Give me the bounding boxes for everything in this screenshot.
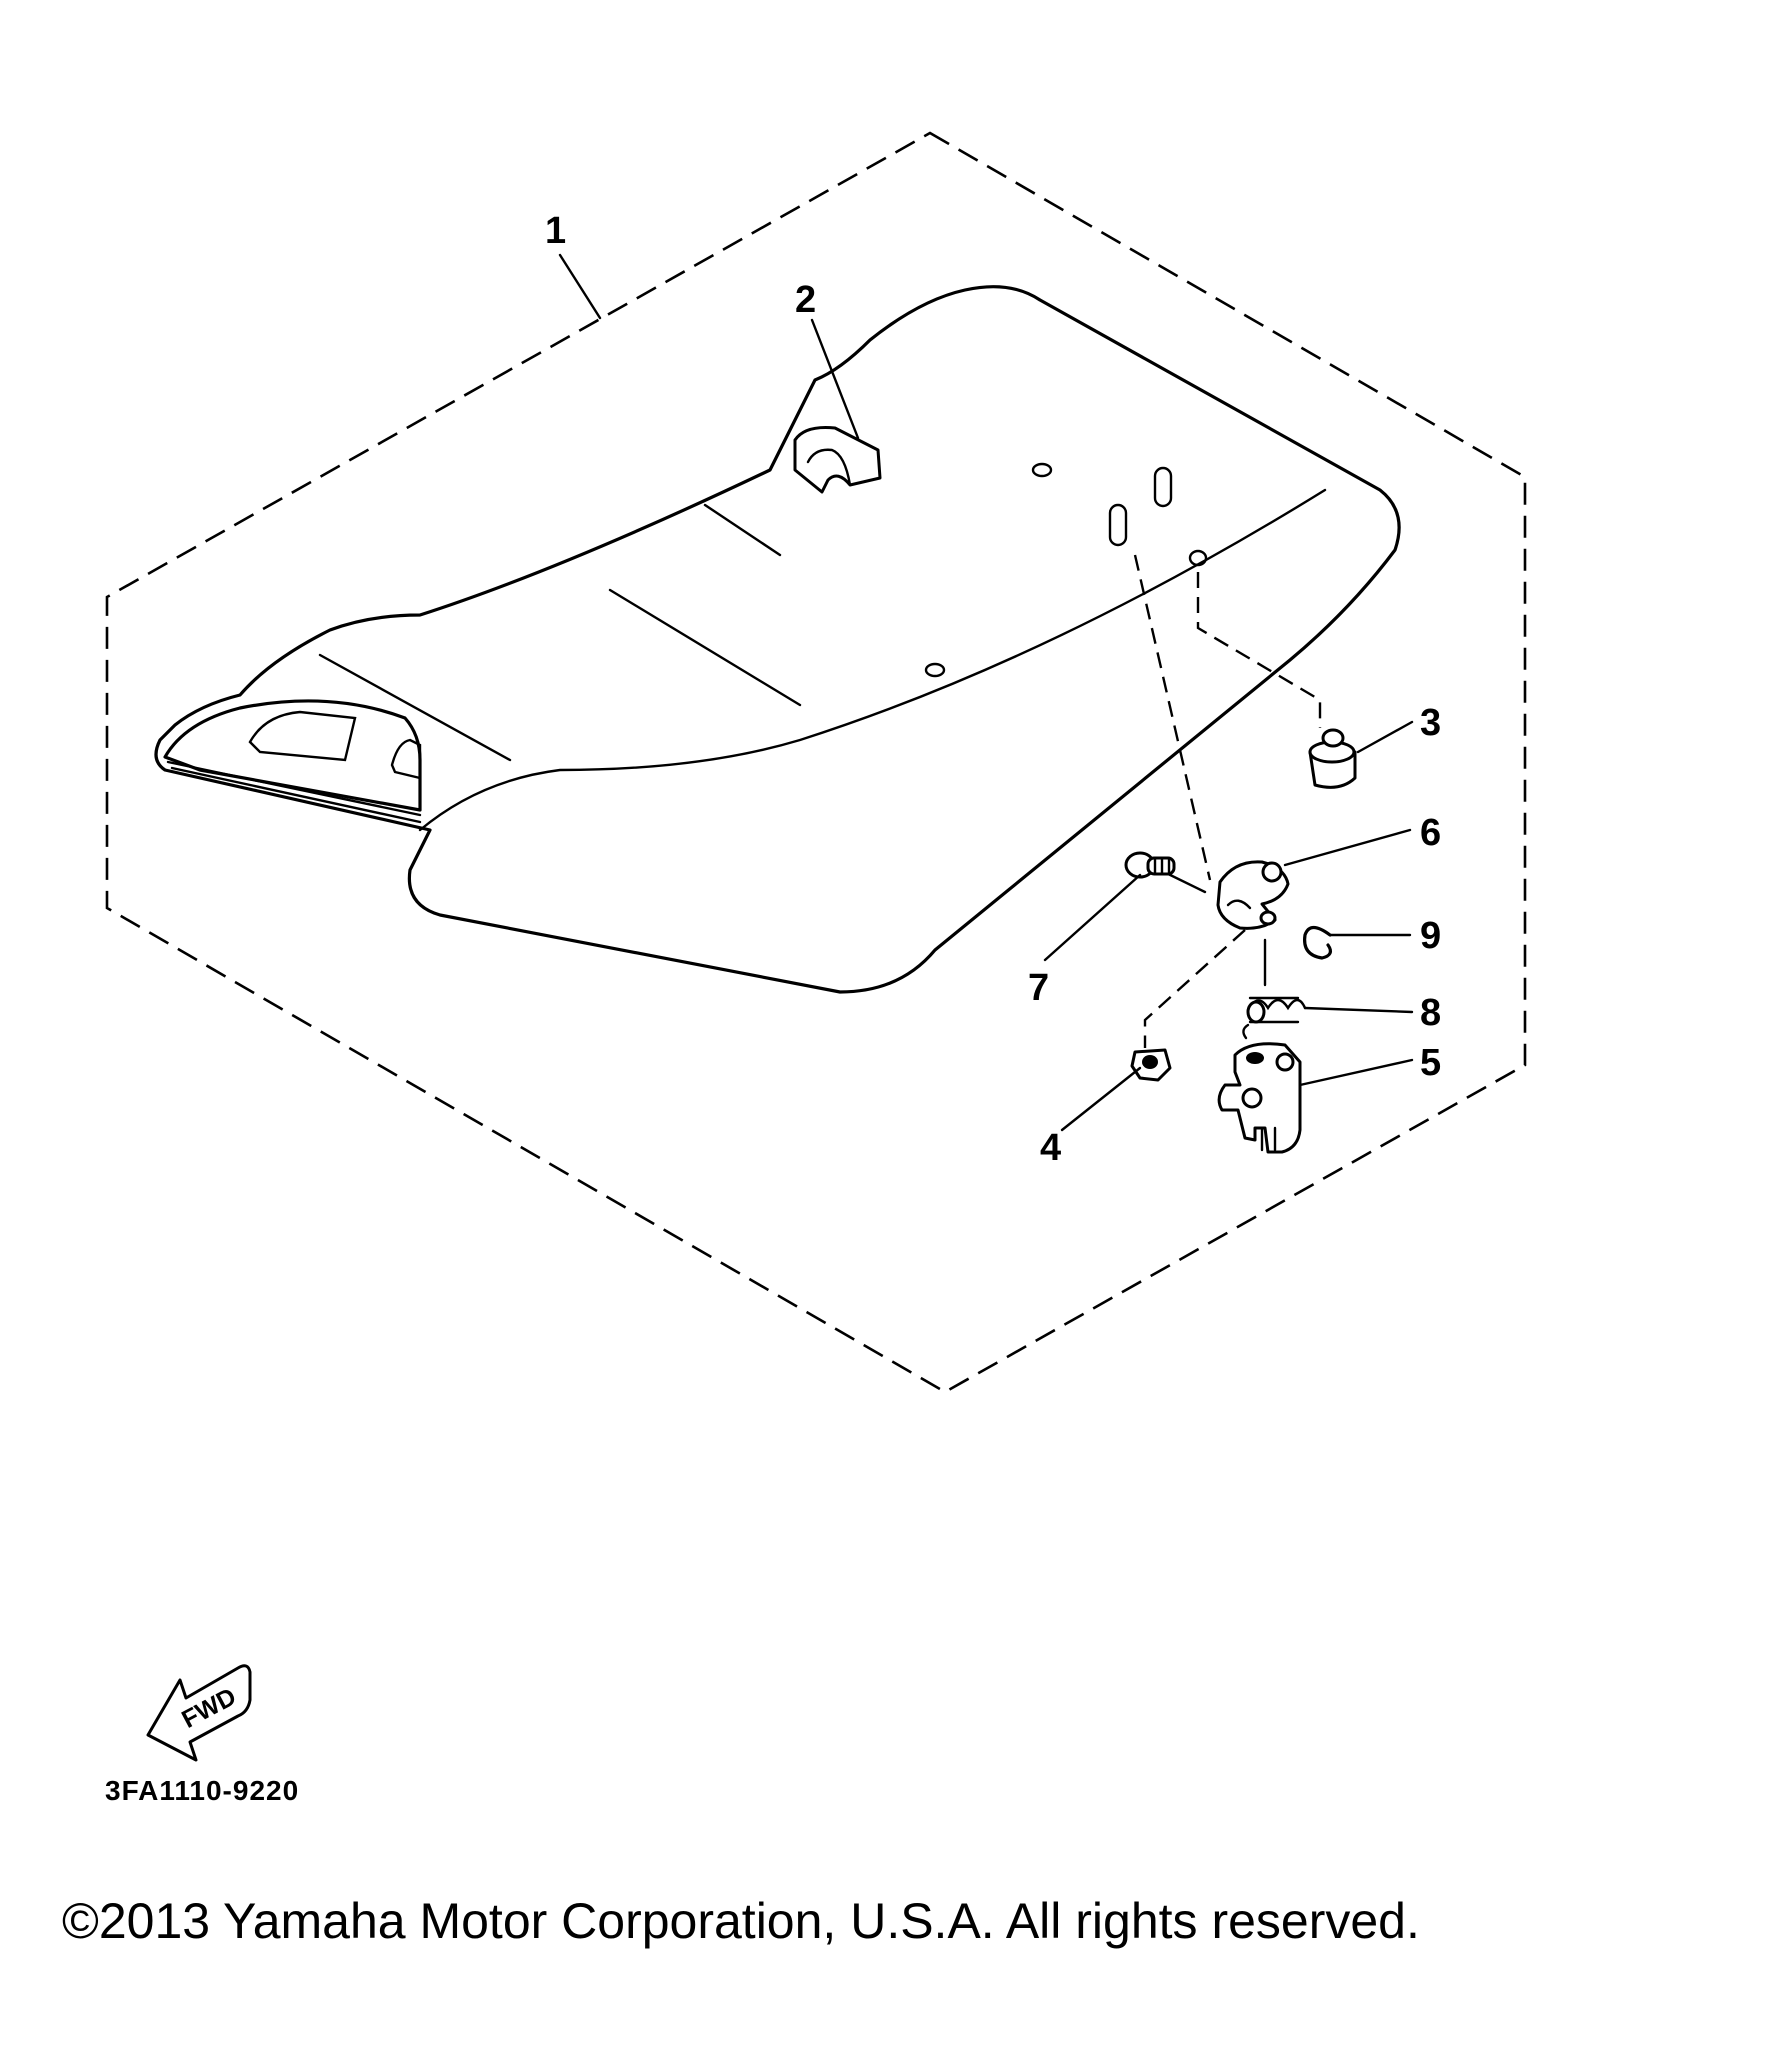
clip-part [1303, 925, 1333, 960]
callout-1: 1 [545, 210, 566, 252]
callout-9: 9 [1420, 915, 1441, 957]
callout-6: 6 [1420, 812, 1441, 854]
callout-7: 7 [1028, 967, 1049, 1009]
seat-body [154, 285, 1401, 994]
callout-2: 2 [795, 279, 816, 321]
callout-4: 4 [1040, 1127, 1061, 1169]
nut-part [1130, 1048, 1172, 1082]
callout-8: 8 [1420, 992, 1441, 1034]
drawing-code: 3FA1110-9220 [105, 1775, 299, 1806]
seat-lock-part [1217, 1042, 1302, 1154]
fwd-arrow-icon: FWD [146, 1664, 252, 1762]
damper-part [1308, 728, 1357, 789]
assembly-boundary [105, 131, 1527, 1394]
spring-part [1242, 996, 1307, 1040]
copyright-notice: ©2013 Yamaha Motor Corporation, U.S.A. A… [62, 1893, 1420, 1949]
lock-bracket-part [1216, 860, 1290, 930]
callout-3: 3 [1420, 702, 1441, 744]
bolt-part [1124, 851, 1176, 879]
callout-5: 5 [1420, 1042, 1441, 1084]
